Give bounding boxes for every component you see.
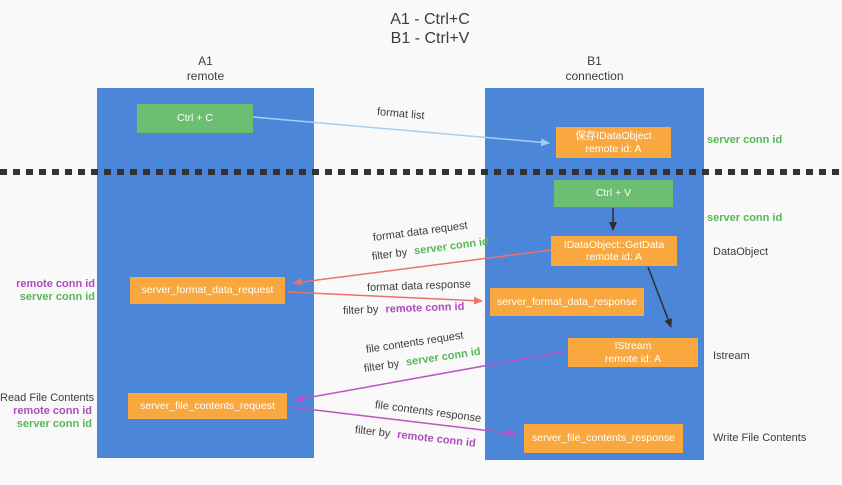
- server-file-contents-request-node: server_file_contents_request: [128, 393, 287, 419]
- server-format-data-response-node: server_format_data_response: [490, 288, 644, 316]
- server-file-contents-response-node: server_file_contents_response: [524, 424, 683, 453]
- column-a-subtitle: remote: [186, 69, 225, 83]
- istream-line-1: IStream: [614, 340, 652, 352]
- server-format-data-request-label: server_format_data_request: [141, 284, 274, 297]
- column-b-id: B1: [587, 54, 602, 68]
- file-contents-response-label: file contents response: [374, 399, 482, 425]
- save-dataobject-node: 保存IDataObject remote id: A: [556, 127, 671, 158]
- server-format-data-response-label: server_format_data_response: [496, 295, 638, 308]
- format-data-response-text: format data response: [366, 278, 472, 294]
- remote-conn-id-text: remote conn id: [385, 300, 465, 316]
- format-data-response-label: format data response: [367, 278, 471, 294]
- save-dataobject-line-1: 保存IDataObject: [575, 130, 652, 142]
- ctrl-c-node: Ctrl + C: [137, 104, 253, 133]
- filter-by-remote-conn-id-label-1: filter by remote conn id: [343, 301, 465, 317]
- diagram-title: A1 - Ctrl+C B1 - Ctrl+V: [330, 10, 530, 48]
- remote-conn-id-left-label-2: remote conn id: [13, 405, 92, 417]
- getdata-node: IDataObject::GetData remote id: A: [551, 236, 677, 266]
- dataobject-side-label: DataObject: [713, 246, 769, 258]
- left-conn-id-label-group-1: remote conn id server conn id: [0, 278, 95, 304]
- server-conn-id-side-label-top: server conn id: [707, 134, 783, 146]
- server-conn-id-left-label-2: server conn id: [16, 418, 92, 430]
- phase-separator-dotted-line: [0, 169, 842, 175]
- server-format-data-request-node: server_format_data_request: [130, 277, 285, 304]
- title-line-1: A1 - Ctrl+C: [390, 11, 470, 28]
- istream-line-2: remote id: A: [604, 352, 662, 365]
- server-conn-id-left-label-1: server conn id: [19, 291, 95, 303]
- column-b-header: B1 connection: [485, 54, 704, 84]
- getdata-line-1: IDataObject::GetData: [563, 238, 665, 251]
- column-a-id: A1: [198, 54, 213, 68]
- ctrl-c-label: Ctrl + C: [177, 112, 213, 125]
- left-conn-id-label-group-2: Read File Contents remote conn id server…: [0, 392, 95, 431]
- server-conn-id-side-label-mid: server conn id: [707, 212, 783, 224]
- column-a-header: A1 remote: [97, 54, 314, 84]
- column-b-subtitle: connection: [565, 69, 624, 83]
- save-dataobject-line-2: remote id: A: [585, 142, 642, 155]
- server-conn-id-text: server conn id: [405, 345, 482, 369]
- getdata-line-2: remote id: A: [585, 251, 643, 263]
- filter-by-text: filter by: [363, 357, 400, 375]
- title-line-2: B1 - Ctrl+V: [390, 30, 470, 47]
- write-file-contents-side-label: Write File Contents: [713, 432, 807, 444]
- filter-by-text: filter by: [342, 303, 379, 317]
- filter-by-remote-conn-id-label-2: filter by remote conn id: [354, 424, 476, 450]
- istream-node: IStream remote id: A: [568, 338, 698, 367]
- format-list-label: format list: [376, 106, 425, 122]
- read-file-contents-label: Read File Contents: [0, 392, 95, 404]
- remote-conn-id-text: remote conn id: [396, 428, 477, 450]
- server-file-contents-request-label: server_file_contents_request: [140, 399, 275, 412]
- remote-conn-id-left-label-1: remote conn id: [16, 278, 95, 290]
- filter-by-text: filter by: [371, 246, 408, 263]
- file-contents-response-text: file contents response: [374, 399, 482, 425]
- server-file-contents-response-label: server_file_contents_response: [531, 432, 675, 445]
- ctrl-v-label: Ctrl + V: [595, 187, 632, 200]
- format-list-text: format list: [376, 106, 426, 123]
- server-conn-id-text: server conn id: [413, 235, 490, 258]
- filter-by-text: filter by: [354, 424, 391, 440]
- ctrl-v-node: Ctrl + V: [554, 180, 673, 207]
- istream-side-label: Istream: [713, 350, 750, 362]
